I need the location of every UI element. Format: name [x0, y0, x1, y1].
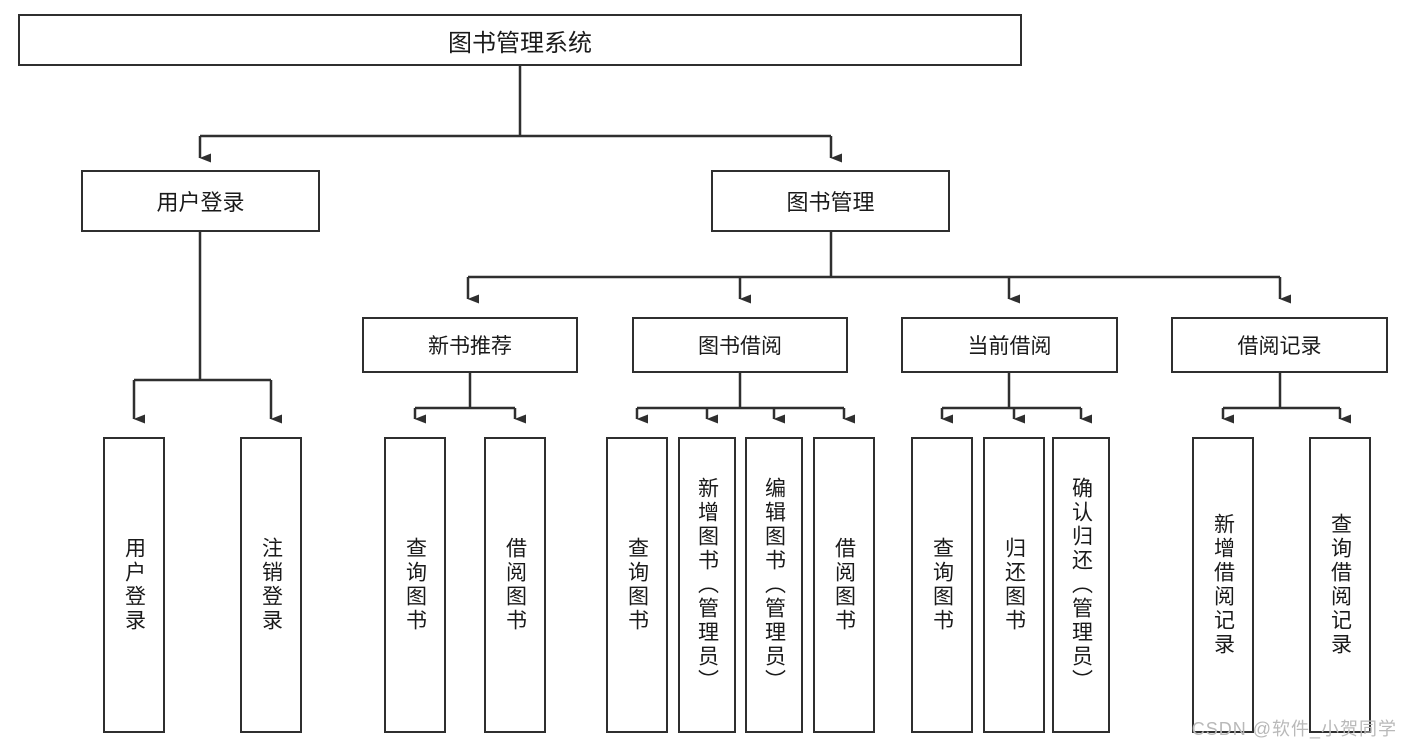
node-leaf-query-book-1-label: 查询图书	[403, 537, 427, 633]
node-leaf-return-book-label: 归还图书	[1002, 537, 1026, 633]
node-leaf-query-record-label: 查询借阅记录	[1328, 513, 1352, 657]
node-root[interactable]: 图书管理系统	[18, 14, 1022, 66]
node-leaf-edit-book[interactable]: 编辑图书（管理员）	[745, 437, 803, 733]
node-leaf-borrow-book-2-label: 借阅图书	[832, 537, 856, 633]
node-leaf-add-book-label: 新增图书（管理员）	[695, 477, 719, 693]
node-user-login[interactable]: 用户登录	[81, 170, 320, 232]
node-user-login-label: 用户登录	[156, 190, 245, 215]
node-leaf-borrow-book-1-label: 借阅图书	[503, 537, 527, 633]
node-leaf-return-book[interactable]: 归还图书	[983, 437, 1045, 733]
node-leaf-query-book-2-label: 查询图书	[625, 537, 649, 633]
node-new-book-recommend[interactable]: 新书推荐	[362, 317, 578, 373]
node-current-borrow-label: 当前借阅	[967, 335, 1052, 358]
node-book-borrow[interactable]: 图书借阅	[632, 317, 848, 373]
node-root-label: 图书管理系统	[448, 29, 592, 57]
node-leaf-borrow-book-1[interactable]: 借阅图书	[484, 437, 546, 733]
node-leaf-query-book-2[interactable]: 查询图书	[606, 437, 668, 733]
node-borrow-record[interactable]: 借阅记录	[1171, 317, 1388, 373]
node-leaf-query-book-1[interactable]: 查询图书	[384, 437, 446, 733]
node-book-manage[interactable]: 图书管理	[711, 170, 950, 232]
node-leaf-query-book-3-label: 查询图书	[930, 537, 954, 633]
node-book-borrow-label: 图书借阅	[698, 335, 782, 358]
node-new-book-recommend-label: 新书推荐	[428, 335, 512, 358]
node-leaf-confirm-return[interactable]: 确认归还（管理员）	[1052, 437, 1110, 733]
node-leaf-add-record[interactable]: 新增借阅记录	[1192, 437, 1254, 733]
node-leaf-add-book[interactable]: 新增图书（管理员）	[678, 437, 736, 733]
node-book-manage-label: 图书管理	[786, 190, 875, 215]
node-leaf-logout[interactable]: 注销登录	[240, 437, 302, 733]
node-current-borrow[interactable]: 当前借阅	[901, 317, 1118, 373]
node-leaf-edit-book-label: 编辑图书（管理员）	[762, 477, 786, 693]
node-leaf-borrow-book-2[interactable]: 借阅图书	[813, 437, 875, 733]
node-leaf-user-login[interactable]: 用户登录	[103, 437, 165, 733]
node-leaf-query-record[interactable]: 查询借阅记录	[1309, 437, 1371, 733]
node-leaf-query-book-3[interactable]: 查询图书	[911, 437, 973, 733]
node-leaf-logout-label: 注销登录	[259, 537, 283, 633]
node-leaf-add-record-label: 新增借阅记录	[1211, 513, 1235, 657]
node-borrow-record-label: 借阅记录	[1237, 335, 1322, 358]
node-leaf-confirm-return-label: 确认归还（管理员）	[1069, 477, 1093, 693]
node-leaf-user-login-label: 用户登录	[122, 537, 146, 633]
